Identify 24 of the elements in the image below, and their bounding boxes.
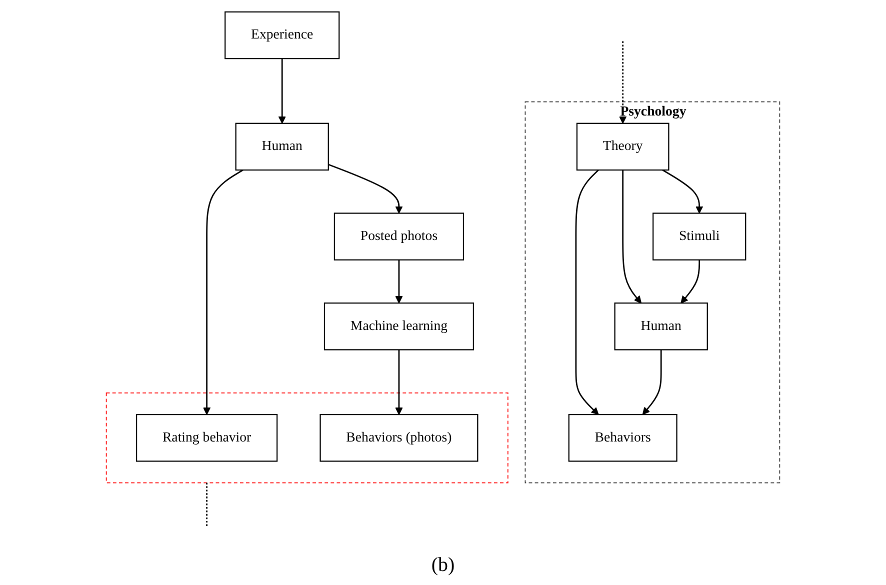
arrow: [278, 58, 286, 124]
arrow: [395, 350, 403, 415]
node-box: Stimuli: [652, 212, 746, 260]
node-box: Posted photos: [334, 212, 464, 260]
node-box: Human: [235, 122, 329, 171]
arrow: [622, 170, 642, 304]
arrow: [328, 164, 403, 214]
node-box: Rating behavior: [136, 414, 278, 462]
arrow: [642, 350, 662, 415]
figure-caption: (b): [431, 554, 455, 577]
arrow: [575, 170, 599, 415]
cluster: [106, 392, 508, 484]
arrow: [395, 260, 403, 304]
node-box: Machine learning: [324, 302, 474, 350]
arrow: [619, 41, 627, 124]
node-box: Experience: [224, 11, 340, 60]
node-box: Behaviors: [568, 414, 678, 462]
arrow: [203, 169, 244, 415]
arrow: [680, 260, 700, 304]
node-box: Human: [614, 302, 708, 350]
node-box: Theory: [576, 122, 670, 171]
arrow: [662, 169, 704, 214]
node-box: Behaviors (photos): [320, 414, 478, 462]
connector: [206, 482, 208, 526]
